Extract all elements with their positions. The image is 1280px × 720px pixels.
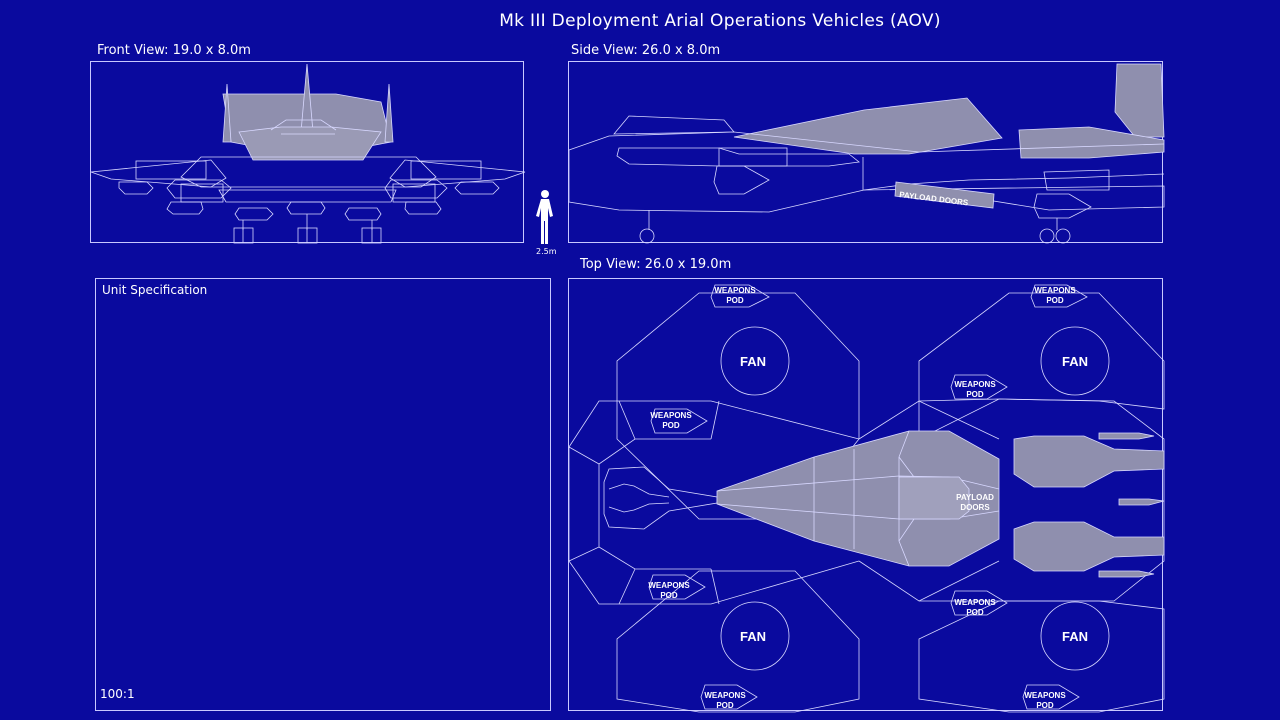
- fan-housing-rear-left: [616, 570, 860, 713]
- weapons-pod-label: WEAPONS: [714, 286, 756, 295]
- human-scale-label: 2.5m: [536, 247, 557, 256]
- fan-label: FAN: [740, 629, 766, 644]
- weapons-pod-label: WEAPONS: [650, 411, 692, 420]
- payload-doors-label: DOORS: [960, 503, 990, 512]
- weapons-pod-outline: [1022, 684, 1080, 710]
- fan-icon: [1040, 326, 1110, 396]
- weapons-pod-label: POD: [966, 608, 984, 617]
- scale-label: 100:1: [100, 687, 135, 701]
- payload-doors-label: PAYLOAD: [956, 493, 994, 502]
- side-view-drawing: PAYLOAD DOORS: [568, 63, 1165, 244]
- weapons-pod-label: WEAPONS: [704, 691, 746, 700]
- weapons-pod-label: POD: [726, 296, 744, 305]
- side-view-label: Side View: 26.0 x 8.0m: [571, 43, 721, 58]
- weapons-pod-label: WEAPONS: [1034, 286, 1076, 295]
- fan-housing-rear-right: [918, 600, 1165, 713]
- fan-label: FAN: [740, 354, 766, 369]
- weapons-pod-outline: [650, 408, 708, 434]
- unit-specification-title: Unit Specification: [102, 283, 208, 297]
- fan-icon: [720, 601, 790, 671]
- weapons-pod-label: WEAPONS: [954, 380, 996, 389]
- weapons-pod-outline: [1030, 284, 1088, 308]
- weapons-pod-label: POD: [660, 591, 678, 600]
- weapons-pod-outline: [648, 574, 706, 600]
- weapons-pod-outline: [950, 374, 1008, 400]
- weapons-pod-label: WEAPONS: [954, 598, 996, 607]
- top-view-label: Top View: 26.0 x 19.0m: [580, 257, 732, 272]
- front-view-label: Front View: 19.0 x 8.0m: [97, 43, 251, 58]
- front-view-drawing: [90, 63, 526, 244]
- weapons-pod-label: WEAPONS: [1024, 691, 1066, 700]
- fan-label: FAN: [1062, 629, 1088, 644]
- weapons-pod-outline: [710, 284, 770, 308]
- page-title: Mk III Deployment Arial Operations Vehic…: [499, 11, 941, 31]
- weapons-pod-outline: [950, 590, 1008, 616]
- human-scale-figure: [536, 190, 553, 244]
- weapons-pod-outline: [700, 684, 758, 710]
- top-view-drawing: FAN FAN FAN FAN WEAPONS POD WEAPONS POD …: [568, 284, 1165, 713]
- fan-icon: [720, 326, 790, 396]
- weapons-pod-label: POD: [662, 421, 680, 430]
- weapons-pod-label: POD: [966, 390, 984, 399]
- weapons-pod-label: POD: [1046, 296, 1064, 305]
- front-view-panel: [90, 61, 526, 244]
- weapons-pod-label: WEAPONS: [648, 581, 690, 590]
- fan-label: FAN: [1062, 354, 1088, 369]
- weapons-pod-label: POD: [1036, 701, 1054, 710]
- unit-specification-panel: Unit Specification 100:1: [95, 278, 551, 711]
- fan-icon: [1040, 601, 1110, 671]
- weapons-pod-label: POD: [716, 701, 734, 710]
- top-view-panel: FAN FAN FAN FAN WEAPONS POD WEAPONS POD …: [568, 278, 1165, 713]
- side-view-panel: PAYLOAD DOORS: [568, 61, 1165, 244]
